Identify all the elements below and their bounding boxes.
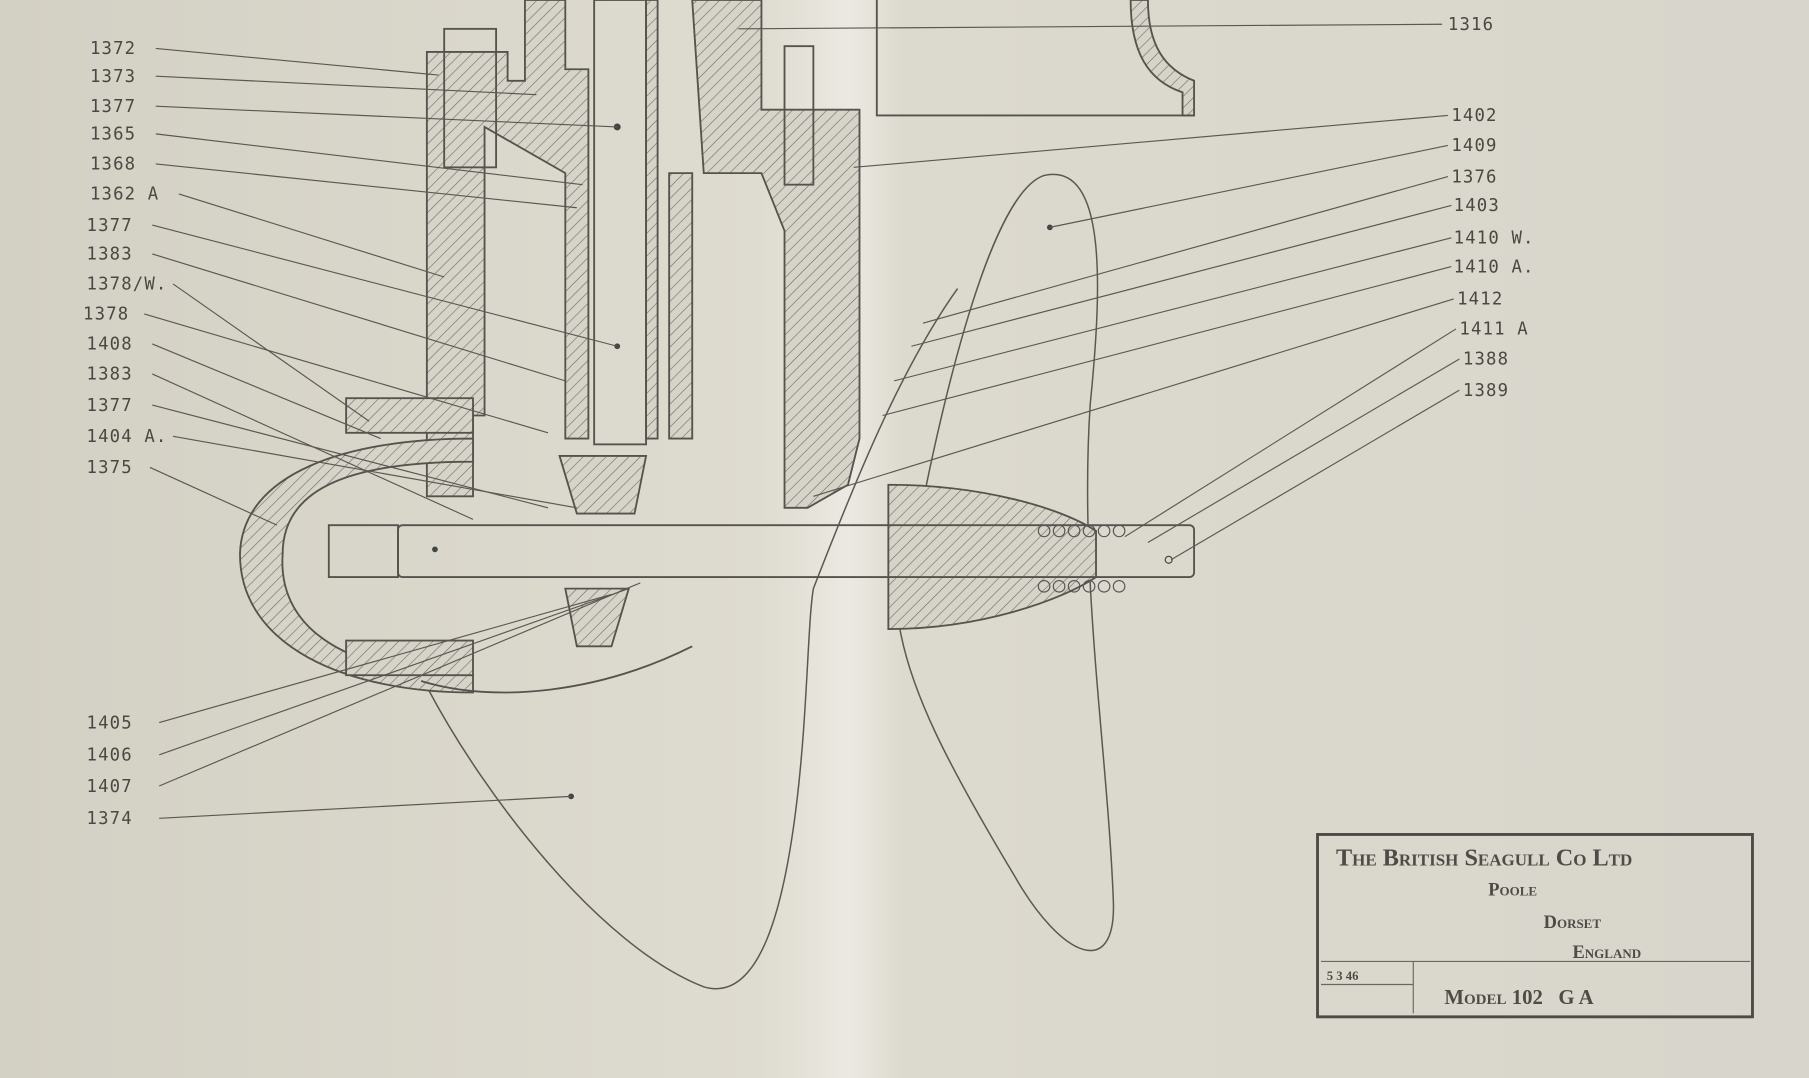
part-label: 1374: [87, 809, 133, 829]
part-label: 1376: [1451, 167, 1497, 187]
leader-line: [158, 582, 641, 787]
leader-lines: [144, 23, 1460, 819]
part-label: 1388: [1463, 350, 1509, 370]
leader-line: [172, 435, 577, 509]
part-label: 1316: [1448, 15, 1494, 35]
leader-line: [152, 343, 381, 440]
leader-line: [911, 204, 1452, 347]
part-label: 1410 W.: [1454, 229, 1535, 249]
part-label: 1405: [87, 713, 133, 733]
leader-line: [1049, 144, 1449, 228]
leader-line: [159, 593, 612, 724]
leader-line: [155, 163, 577, 209]
part-label: 1378: [83, 305, 129, 325]
leader-line: [144, 313, 549, 434]
model-number: Model 102 G A: [1444, 986, 1593, 1009]
leader-line: [1124, 328, 1457, 538]
bottom-part-labels: 1405 1406 1407 1374: [87, 713, 133, 829]
left-part-labels: 1372 1373 1377 1365 1368 1362 A 1377 138…: [83, 39, 168, 478]
part-label: 1365: [90, 125, 136, 145]
part-label: 1372: [90, 39, 136, 59]
leader-line: [152, 253, 566, 382]
part-label: 1383: [87, 365, 133, 385]
leader-line: [893, 237, 1452, 382]
part-label: 1403: [1454, 196, 1500, 216]
drawing-date: 5 3 46: [1327, 969, 1359, 983]
part-label: 1377: [87, 396, 133, 416]
part-label: 1409: [1451, 136, 1497, 156]
leader-line: [853, 114, 1448, 168]
leader-line: [1147, 358, 1460, 543]
part-label: 1411 A: [1459, 320, 1528, 340]
part-label: 1406: [87, 746, 133, 766]
leader-line: [155, 105, 618, 128]
county: Dorset: [1544, 912, 1602, 932]
part-label: 1377: [90, 97, 136, 117]
leader-line: [738, 23, 1443, 30]
part-label: 1389: [1463, 381, 1509, 401]
leader-line: [882, 266, 1452, 417]
town: Poole: [1488, 880, 1537, 900]
leader-line: [155, 47, 439, 76]
part-label: 1412: [1457, 290, 1503, 310]
part-label: 1407: [87, 777, 133, 797]
leader-line: [152, 224, 618, 347]
part-label: 1404 A.: [87, 427, 168, 447]
leader-line: [172, 283, 370, 422]
part-label: 1368: [90, 155, 136, 175]
leader-line: [178, 193, 445, 278]
part-label: 1377: [87, 216, 133, 236]
leader-line: [159, 588, 629, 756]
gearbox-and-nose-cone: [239, 397, 1196, 694]
company-name: The British Seagull Co Ltd: [1336, 845, 1632, 872]
leader-line: [922, 176, 1449, 324]
leader-line: [155, 75, 537, 96]
leader-line: [149, 466, 278, 526]
part-label: 1378/W.: [87, 275, 168, 295]
leader-line: [1170, 389, 1460, 561]
part-label: 1373: [90, 67, 136, 87]
right-part-labels: 1316 1402 1409 1376 1403 1410 W. 1410 A.…: [1448, 15, 1535, 401]
leader-line: [813, 298, 1454, 497]
title-block: The British Seagull Co Ltd Poole Dorset …: [1316, 833, 1754, 1019]
part-label: 1410 A.: [1454, 257, 1535, 277]
part-label: 1383: [87, 245, 133, 265]
country: England: [1572, 942, 1641, 962]
part-label: 1362 A: [90, 185, 159, 205]
part-label: 1402: [1451, 106, 1497, 126]
part-label: 1408: [87, 335, 133, 355]
leader-line: [159, 795, 572, 819]
leader-line: [155, 133, 583, 186]
part-label: 1375: [87, 458, 133, 478]
